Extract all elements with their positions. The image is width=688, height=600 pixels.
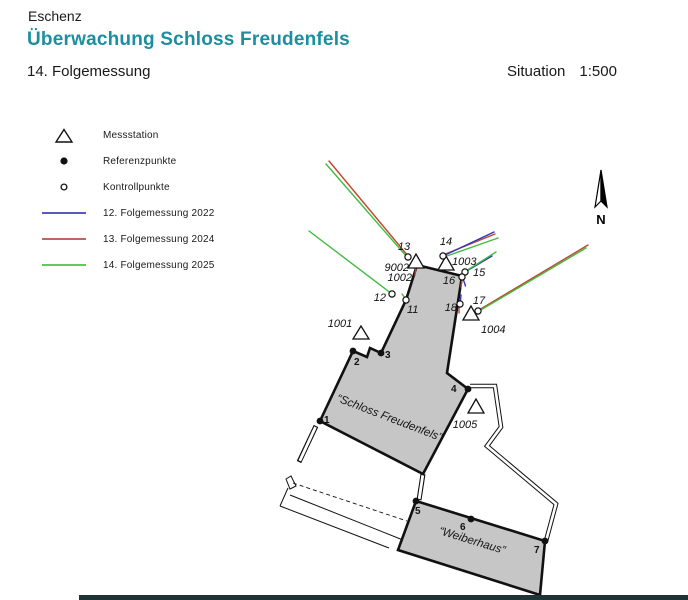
schloss-freudenfels-building: [318, 263, 470, 476]
reference-point-5: [412, 497, 420, 505]
page-border-bar: [79, 595, 688, 600]
vector-14-blue: [442, 231, 495, 257]
station-label-1003: 1003: [452, 256, 477, 268]
label-13: 13: [398, 241, 411, 253]
scale-value: 1:500: [579, 63, 617, 80]
control-points: [388, 252, 482, 315]
footpath-east-inner: [470, 384, 558, 542]
label-4: 4: [451, 384, 457, 395]
station-triangle-1003: [436, 254, 456, 271]
vector-13-red: [328, 160, 409, 257]
station-label-9002: 9002: [385, 262, 409, 274]
vector-12-green: [308, 230, 393, 295]
station-triangle-1005: [466, 397, 486, 414]
control-point-18: [456, 300, 464, 308]
reference-point-4: [464, 385, 472, 393]
legend-label: Messstation: [103, 129, 159, 141]
displacement-vectors: [308, 160, 589, 314]
control-point-11: [402, 296, 410, 304]
label-17: 17: [473, 295, 486, 307]
situation-label: Situation: [507, 63, 566, 80]
station-triangle-9002: [406, 252, 426, 269]
reference-point-3: [377, 349, 385, 357]
locality-text: Eschenz: [28, 8, 82, 24]
control-point-13: [404, 253, 412, 261]
terrace-upper-edge: [289, 494, 404, 541]
reference-point-1: [316, 417, 324, 425]
label-5: 5: [415, 506, 421, 517]
station-label-1001: 1001: [328, 318, 352, 330]
legend-label: 14. Folgemessung 2025: [103, 259, 215, 271]
reference-points: [316, 347, 549, 545]
control-point-16: [458, 273, 466, 281]
buildings: [318, 263, 547, 597]
legend-row-folgemessung-2024: 13. Folgemessung 2024: [42, 226, 215, 252]
label-12: 12: [374, 292, 386, 304]
control-point-17: [474, 307, 482, 315]
label-11: 11: [407, 304, 418, 316]
reference-point-2: [349, 347, 357, 355]
messstation-triangle-icon: [42, 127, 86, 144]
terrace-end-cap: [285, 475, 297, 490]
control-point-12: [388, 290, 396, 298]
north-label: N: [596, 212, 605, 227]
legend-label: 12. Folgemessung 2022: [103, 207, 215, 219]
vector-15-green: [465, 251, 497, 272]
vector-17-red: [478, 244, 589, 311]
legend-row-referenzpunkte: Referenzpunkte: [42, 148, 215, 174]
kontrollpunkt-circle-icon: [42, 181, 86, 193]
station-triangles: [351, 252, 486, 414]
vector-17-green: [478, 247, 587, 312]
footpath-east: [470, 383, 559, 542]
terrace-lower-edge: [279, 505, 390, 549]
terrace-left-edge: [279, 487, 289, 507]
legend-row-kontrollpunkte: Kontrollpunkte: [42, 174, 215, 200]
vector-16-red: [460, 279, 463, 288]
line-2022-icon: [42, 210, 86, 216]
label-7: 7: [534, 545, 540, 556]
station-labels: 1001 9002 1002 1003 1004 1005: [328, 256, 506, 431]
wall-stub-west-inner: [298, 426, 317, 462]
terrace-walls: [279, 383, 559, 549]
label-18: 18: [445, 302, 458, 314]
terrace-dashed-edge: [292, 482, 408, 522]
legend-label: Kontrollpunkte: [103, 181, 170, 193]
legend-row-folgemessung-2025: 14. Folgemessung 2025: [42, 252, 215, 278]
label-6: 6: [460, 522, 466, 533]
control-point-14: [439, 252, 447, 260]
label-2: 2: [354, 357, 360, 368]
north-arrow: N: [594, 169, 608, 227]
legend-row-folgemessung-2022: 12. Folgemessung 2022: [42, 200, 215, 226]
wall-stub-south-inner: [417, 474, 425, 500]
measurement-subtitle: 14. Folgemessung: [27, 63, 151, 80]
reference-point-7: [541, 537, 549, 545]
north-arrow-left-half: [594, 169, 602, 209]
vector-14-green: [443, 237, 499, 258]
station-triangle-1001: [351, 324, 371, 340]
station-label-1004: 1004: [481, 324, 505, 336]
line-2024-icon: [42, 236, 86, 242]
legend: Messstation Referenzpunkte Kontrollpunkt…: [42, 122, 215, 278]
legend-label: Referenzpunkte: [103, 155, 177, 167]
control-point-labels: 11 12 13 14 15 16 17 18: [374, 236, 486, 316]
reference-point-6: [467, 515, 475, 523]
north-arrow-right-half: [600, 169, 608, 209]
line-2025-icon: [42, 262, 86, 268]
legend-label: 13. Folgemessung 2024: [103, 233, 215, 245]
label-15: 15: [473, 267, 486, 279]
vector-16-blue: [462, 279, 467, 287]
reference-point-labels: 1 2 3 4 5 6 7: [324, 350, 540, 556]
label-1: 1: [324, 415, 330, 426]
station-label-1002: 1002: [388, 272, 412, 284]
vector-13-green: [325, 163, 408, 258]
situation-scale: Situation 1:500: [507, 63, 617, 80]
label-14: 14: [440, 236, 452, 248]
referenzpunkt-dot-icon: [42, 155, 86, 167]
legend-row-messstation: Messstation: [42, 122, 215, 148]
label-16: 16: [443, 275, 456, 287]
page-title: Überwachung Schloss Freudenfels: [27, 29, 350, 50]
station-label-1005: 1005: [453, 419, 478, 431]
label-3: 3: [385, 350, 391, 361]
